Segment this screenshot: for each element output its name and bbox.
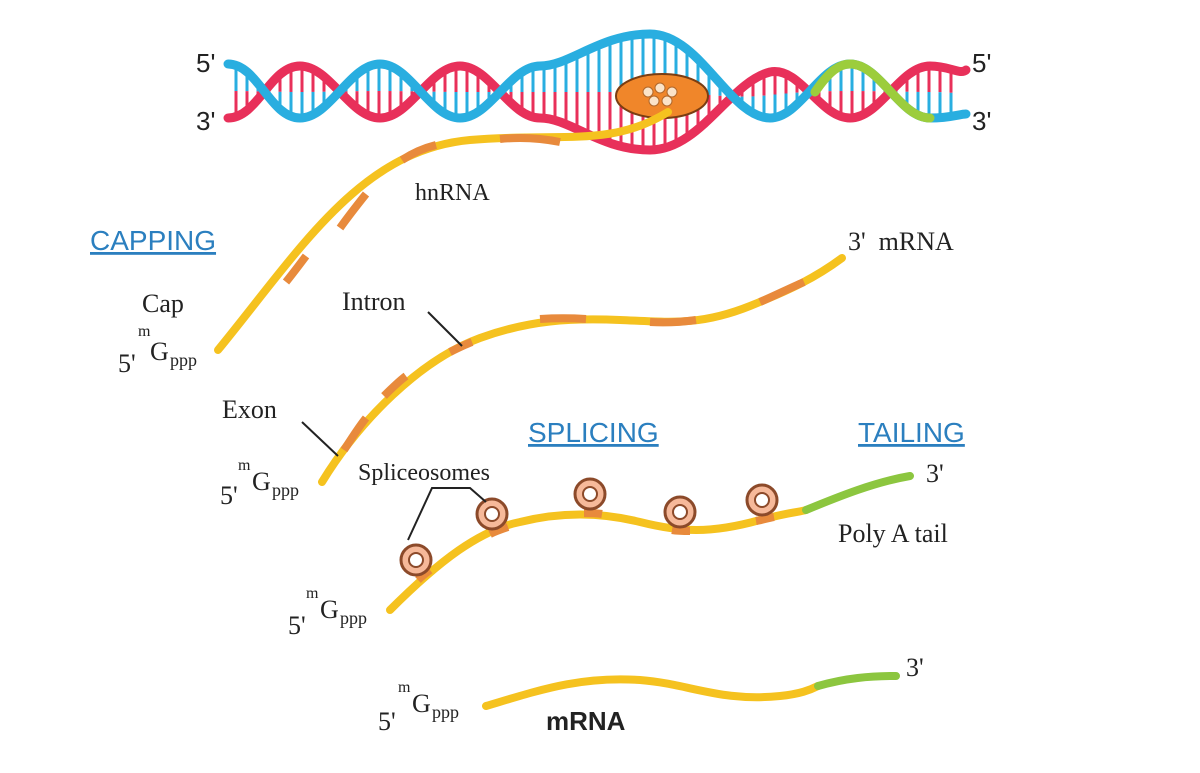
mature-mrna: m G ppp 5' 3' mRNA (378, 653, 924, 736)
spliced-junction (671, 526, 691, 535)
exon-pointer-line (301, 421, 339, 457)
cap-label: Cap (142, 289, 184, 318)
hnrna-backbone (214, 108, 672, 354)
capping-section: CAPPING Cap m G ppp 5' (90, 225, 216, 378)
spliceosome-center (408, 552, 424, 568)
spliceosome-center (582, 486, 598, 502)
rna-polymerase (615, 73, 709, 119)
polymerase-dot (642, 86, 654, 98)
tailing-3prime: 3' (926, 459, 944, 488)
precursor-mrna-strand: 3' mRNA Intron Exon m G ppp 5' (220, 227, 954, 510)
poly-a-tail-label: Poly A tail (838, 519, 948, 548)
polymerase-dot (654, 82, 666, 94)
spliceosome-center (672, 504, 688, 520)
dna-right-5prime: 5' (972, 48, 991, 78)
mature-mrna-label: mRNA (546, 706, 626, 736)
mature-3prime: 3' (906, 653, 924, 682)
hnrna-intron-segment (282, 253, 310, 285)
exon-label: Exon (222, 395, 277, 424)
cap-ppp: ppp (170, 350, 197, 370)
precursor-intron-segment (381, 372, 409, 399)
cap-g: G (150, 337, 169, 366)
spliceosome-center (484, 506, 500, 522)
dna-strand-blue (223, 29, 971, 123)
mature-cap-m: m (398, 679, 411, 696)
precursor-intron-segment (539, 314, 587, 323)
dna-left-5prime: 5' (196, 48, 215, 78)
hnrna-intron-segment (336, 191, 370, 231)
cap-m: m (138, 323, 151, 340)
splicing-cap-g: G (320, 595, 339, 624)
mature-mrna-backbone (482, 675, 822, 710)
splicing-cap-m: m (306, 585, 319, 602)
dna-left-3prime: 3' (196, 106, 215, 136)
precursor-cap-m: m (238, 457, 251, 474)
spliceosome-center (754, 492, 770, 508)
splicing-5prime: 5' (288, 611, 306, 640)
intron-label: Intron (342, 287, 406, 316)
spliced-junction (755, 513, 775, 525)
precursor-intron-segment (340, 415, 370, 453)
precursor-intron-segment (758, 278, 806, 306)
hnrna-strand: hnRNA (214, 108, 672, 354)
splicing-cap-ppp: ppp (340, 608, 367, 628)
dna-helix: 5' 3' 5' 3' (196, 29, 991, 155)
poly-a-tail-segment (802, 472, 914, 514)
cap-5prime: 5' (118, 349, 136, 378)
precursor-5prime: 5' (220, 481, 238, 510)
spliced-junction (583, 509, 603, 518)
tailing-heading: TAILING (858, 417, 965, 448)
precursor-3prime-mrna-label: 3' mRNA (848, 227, 954, 256)
spliced-junction (415, 566, 433, 583)
dna-right-3prime: 3' (972, 106, 991, 136)
hnrna-label: hnRNA (415, 180, 490, 206)
precursor-cap-ppp: ppp (272, 480, 299, 500)
splicing-section: SPLICING TAILING Spliceosomes m G ppp 5'… (288, 417, 965, 640)
spliced-junction (488, 523, 510, 538)
mature-cap-g: G (412, 689, 431, 718)
intron-pointer-line (427, 311, 463, 347)
dna-strand-green (810, 59, 935, 123)
precursor-intron-segment (649, 316, 697, 327)
precursor-cap-g: G (252, 467, 271, 496)
mature-5prime: 5' (378, 707, 396, 736)
splicing-heading: SPLICING (528, 417, 659, 448)
hnrna-intron-segment (399, 141, 437, 164)
spliceosome-pointer-bracket (407, 487, 487, 541)
spliceosomes-label: Spliceosomes (358, 460, 490, 486)
polymerase-dot (666, 86, 678, 98)
mature-poly-a-tail (814, 672, 900, 690)
polymerase-dot (661, 95, 673, 107)
mature-cap-ppp: ppp (432, 702, 459, 722)
capping-heading: CAPPING (90, 225, 216, 256)
hnrna-intron-segment (499, 134, 561, 146)
dna-base-pairs (234, 34, 953, 150)
spliced-backbone (386, 506, 810, 614)
polymerase-dot (648, 95, 660, 107)
precursor-intron-segment (448, 338, 474, 356)
